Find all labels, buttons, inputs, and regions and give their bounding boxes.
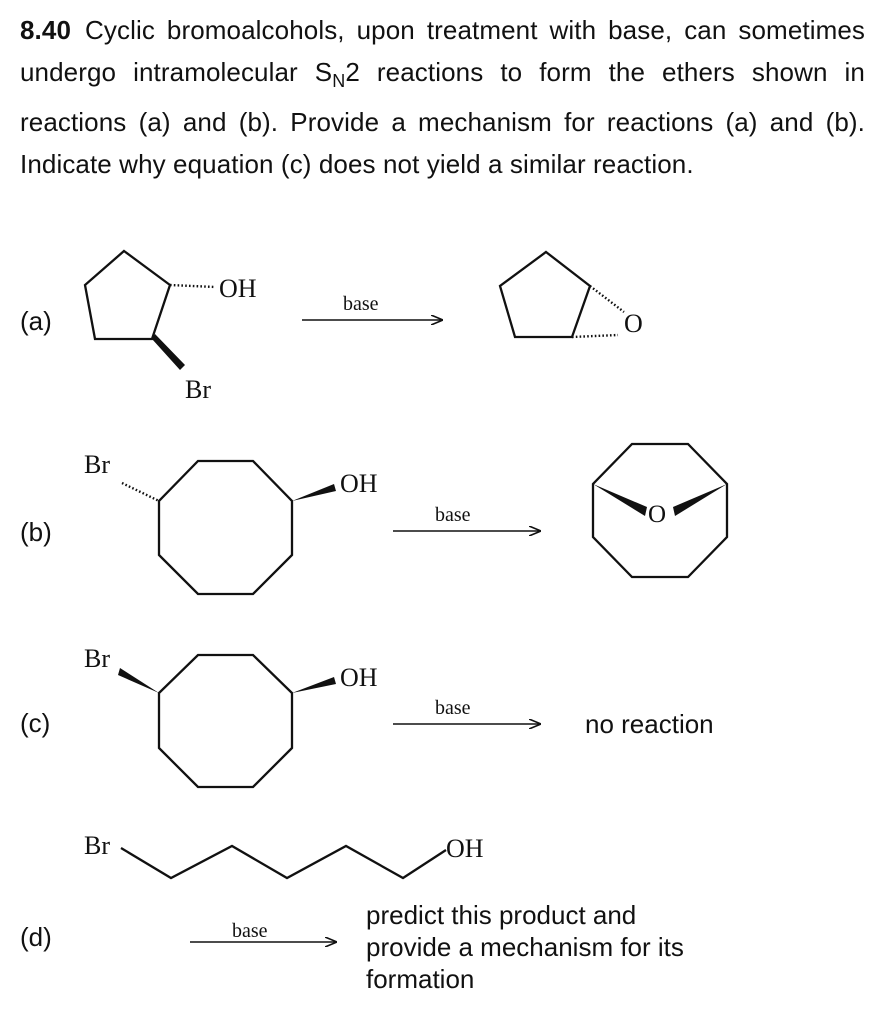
reaction-d-result: predict this product and provide a mecha… — [366, 900, 684, 994]
reaction-a-reactant: OH Br — [83, 249, 257, 404]
reaction-c-reactant: Br OH — [84, 644, 378, 789]
problem-subscript: N — [332, 70, 346, 91]
solid-wedge-bond — [292, 677, 336, 693]
hashed-wedge-bond — [169, 283, 216, 289]
reaction-a-product: O — [498, 250, 643, 339]
reaction-d-br-label: Br — [84, 831, 110, 860]
reaction-d-oh-label: OH — [446, 834, 484, 863]
reaction-b-br-label: Br — [84, 450, 110, 479]
reaction-a-oh-label: OH — [219, 274, 257, 303]
reaction-c-reagent: base — [435, 697, 471, 719]
solid-wedge-bond — [292, 484, 336, 501]
cyclooctane-ring — [591, 442, 729, 579]
carbon-chain — [120, 844, 447, 880]
solid-wedge-bond — [152, 334, 185, 370]
problem-text-after: 2 reactions to form the ethers shown in … — [20, 56, 865, 179]
reaction-b-label: (b) — [20, 517, 52, 547]
reaction-a-br-label: Br — [185, 375, 211, 404]
reaction-c-br-label: Br — [84, 644, 110, 673]
reaction-d-reactant: Br OH — [84, 831, 484, 880]
hashed-wedge-bond — [589, 285, 625, 313]
solid-wedge-bond — [118, 668, 159, 693]
reaction-b-product: O — [591, 442, 729, 579]
cyclopentane-ring — [498, 250, 592, 339]
problem-text-before: Cyclic bromoalcohols, upon treatment wit… — [20, 15, 865, 87]
reaction-b-reagent: base — [435, 504, 471, 526]
reaction-b-reactant: Br OH — [84, 450, 378, 596]
reaction-c-oh-label: OH — [340, 663, 378, 692]
reaction-d-reagent: base — [232, 920, 268, 942]
cyclooctane-ring — [157, 459, 294, 596]
problem-number: 8.40 — [20, 15, 72, 45]
reaction-a-reagent: base — [343, 293, 379, 315]
reaction-c-label: (c) — [20, 708, 51, 738]
reaction-d-label: (d) — [20, 922, 52, 952]
hashed-wedge-bond — [121, 481, 160, 503]
hashed-wedge-bond — [571, 333, 619, 339]
epoxide-oxygen-label: O — [624, 309, 643, 338]
cyclopentane-ring — [83, 249, 172, 341]
reaction-b-oh-label: OH — [340, 469, 378, 498]
reaction-c-result: no reaction — [585, 709, 714, 739]
cyclooctane-ring — [157, 653, 294, 789]
bridging-oxygen-label: O — [648, 501, 666, 528]
solid-wedge-bond — [673, 484, 727, 516]
reaction-a-label: (a) — [20, 306, 52, 336]
solid-wedge-bond — [593, 484, 647, 516]
